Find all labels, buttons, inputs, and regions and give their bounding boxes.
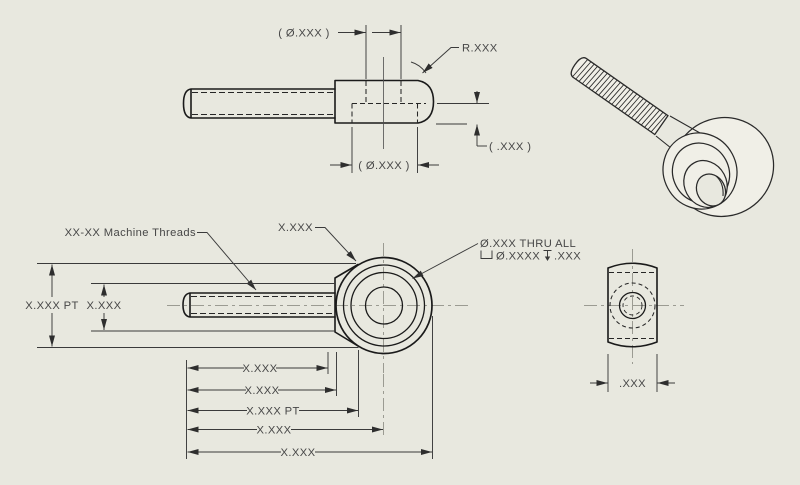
length-dim-row-1: X.XXX <box>187 363 328 375</box>
dim-height-inner: X.XXX <box>87 300 122 312</box>
length-dim-row-3: X.XXX PT <box>187 406 358 418</box>
top-view: ( Ø.XXX ) R.XXX ( Ø.XXX ) ( .XXX ) <box>182 25 531 173</box>
dim-corner-radius: R.XXX <box>462 43 498 55</box>
dim-height-outer: X.XXX PT <box>25 300 79 312</box>
depth-symbol <box>543 250 552 261</box>
length-dim-row-4: X.XXX <box>187 425 383 437</box>
svg-text:X.XXX PT: X.XXX PT <box>246 406 300 418</box>
note-machine-threads: XX-XX Machine Threads <box>65 227 196 239</box>
svg-text:X.XXX: X.XXX <box>245 385 280 397</box>
svg-text:X.XXX: X.XXX <box>281 447 316 459</box>
dim-bottom-hole-dia: ( Ø.XXX ) <box>358 160 409 172</box>
note-thru-hole: Ø.XXX THRU ALL <box>480 238 576 250</box>
length-dim-row-5: X.XXX <box>187 447 432 459</box>
side-view: .XXX <box>584 249 684 392</box>
note-cbore-dia: Ø.XXXX <box>496 251 540 263</box>
svg-text:X.XXX: X.XXX <box>243 363 278 375</box>
dim-top-cbore-dia: ( Ø.XXX ) <box>278 28 329 40</box>
dim-eye-width: .XXX <box>619 378 646 390</box>
front-view: XX-XX Machine Threads X.XXX Ø.XXX THRU A… <box>25 222 581 459</box>
svg-text:X.XXX: X.XXX <box>257 425 292 437</box>
counterbore-symbol <box>480 250 493 259</box>
note-cbore-depth: .XXX <box>554 251 581 263</box>
length-dim-row-2: X.XXX <box>187 385 336 397</box>
isometric-view <box>570 57 775 218</box>
dim-eye-od: X.XXX <box>278 222 313 234</box>
dim-cbore-depth-side: ( .XXX ) <box>489 141 531 153</box>
